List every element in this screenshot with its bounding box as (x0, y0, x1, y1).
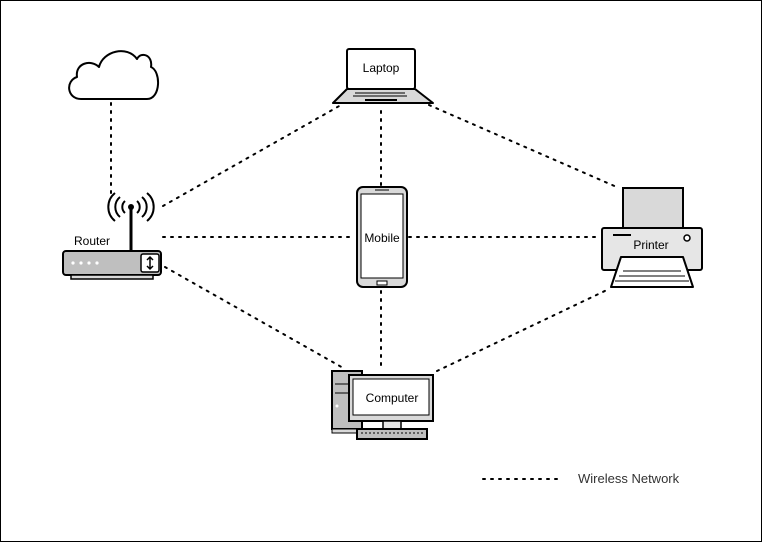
router-icon: Router (62, 192, 162, 280)
cloud-icon (68, 50, 159, 100)
mobile-label: Mobile (364, 231, 400, 245)
legend-wireless-label: Wireless Network (578, 471, 680, 486)
link-laptop-printer (428, 104, 620, 189)
printer-icon: Printer (601, 187, 703, 288)
computer-icon: Computer (331, 370, 434, 440)
computer-label: Computer (366, 391, 419, 405)
legend: Wireless Network (482, 471, 680, 486)
connections (110, 102, 620, 372)
printer-label: Printer (633, 238, 668, 252)
mobile-icon: Mobile (356, 186, 408, 288)
link-router-laptop (162, 104, 342, 207)
link-router-computer (164, 266, 346, 370)
laptop-label: Laptop (363, 61, 400, 75)
link-computer-printer (436, 288, 610, 372)
laptop-icon: Laptop (332, 48, 434, 104)
router-label: Router (74, 234, 110, 248)
